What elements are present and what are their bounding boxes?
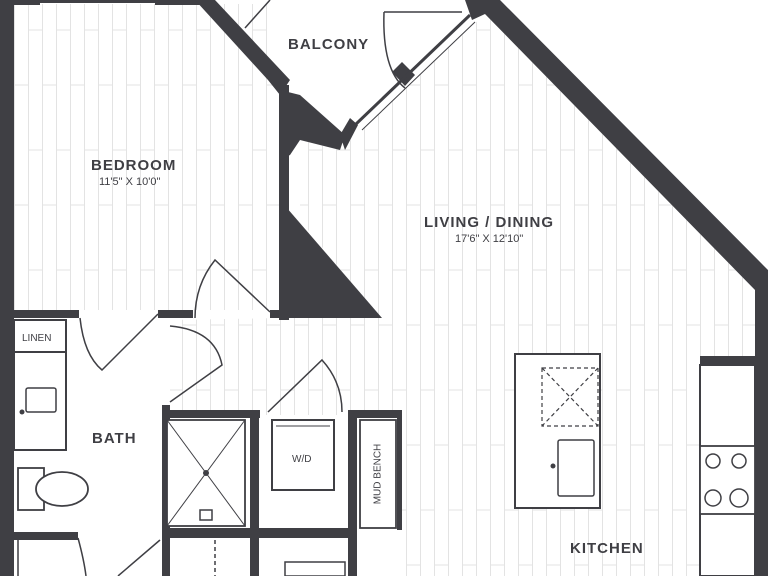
wall-bedroom-south-3 <box>270 310 282 318</box>
door-swing-icon <box>17 537 87 576</box>
door-swing-icon <box>194 258 271 319</box>
mud-bench-label: MUD BENCH <box>372 443 384 505</box>
door-swing-icon <box>383 11 462 89</box>
linen-label: LINEN <box>22 333 52 344</box>
wall-closet-divider <box>250 410 259 576</box>
shower-icon <box>203 470 209 476</box>
closet-lower <box>284 561 346 576</box>
sink-icon <box>550 463 556 469</box>
wall-balcony-sliding <box>340 118 358 150</box>
bedroom-floor <box>14 4 279 310</box>
wall-bath-east <box>162 405 170 576</box>
balcony-sliding-door-inner <box>361 21 476 131</box>
living-floor <box>170 14 755 576</box>
balcony-sliding-door <box>353 13 472 127</box>
kitchen-label: KITCHEN <box>570 540 644 557</box>
door-swing-icon <box>267 358 343 413</box>
cooktop-icon <box>704 489 722 507</box>
cooktop-icon <box>731 453 747 469</box>
balcony-label: BALCONY <box>288 36 370 53</box>
door-swing-icon <box>244 0 271 29</box>
toilet-icon <box>35 471 89 507</box>
wall-bath-north <box>162 410 260 418</box>
wall-balcony-west <box>280 90 345 160</box>
bedroom-dimensions: 11'5" X 10'0" <box>99 176 161 188</box>
sink-icon <box>25 387 57 413</box>
wall-right-lower <box>700 356 768 365</box>
wall-bath-bottom <box>14 532 78 540</box>
wall-balcony-door-jamb <box>392 62 415 86</box>
wall-right-kitchen <box>755 290 768 576</box>
wall-bench-east <box>397 410 402 530</box>
door-swing-icon <box>79 313 159 372</box>
wall-column-triangle <box>280 200 382 318</box>
island-overhead <box>541 367 599 427</box>
wall-top-mid <box>155 0 205 5</box>
cooktop-icon <box>705 453 721 469</box>
shower-icon <box>199 509 213 521</box>
sink-icon <box>557 439 595 497</box>
wall-left <box>0 0 14 576</box>
living-dining-label: LIVING / DINING <box>424 214 555 231</box>
wall-bedroom-south <box>14 310 79 318</box>
wall-bedroom-east <box>279 85 289 320</box>
wall-top-window <box>40 0 155 3</box>
wall-wd-top-right <box>348 410 400 418</box>
wall-balcony-east <box>465 0 485 20</box>
mud-bench <box>359 419 397 529</box>
bedroom-label: BEDROOM <box>91 157 177 174</box>
door-swing-icon <box>169 325 223 403</box>
washer-dryer-label: W/D <box>292 454 312 465</box>
wall-bedroom-south-2 <box>158 310 193 318</box>
living-dining-dimensions: 17'6" X 12'10" <box>455 233 524 245</box>
wall-top-left <box>14 0 40 5</box>
wall-bedroom-corner <box>195 0 290 95</box>
wall-diagonal-right <box>480 0 768 360</box>
door-swing-icon <box>117 539 161 576</box>
bath-label: BATH <box>92 430 137 447</box>
cooktop-icon <box>729 488 749 508</box>
washer-dryer <box>271 419 335 491</box>
wall-wd-east <box>348 410 357 576</box>
sink-icon <box>19 409 25 415</box>
